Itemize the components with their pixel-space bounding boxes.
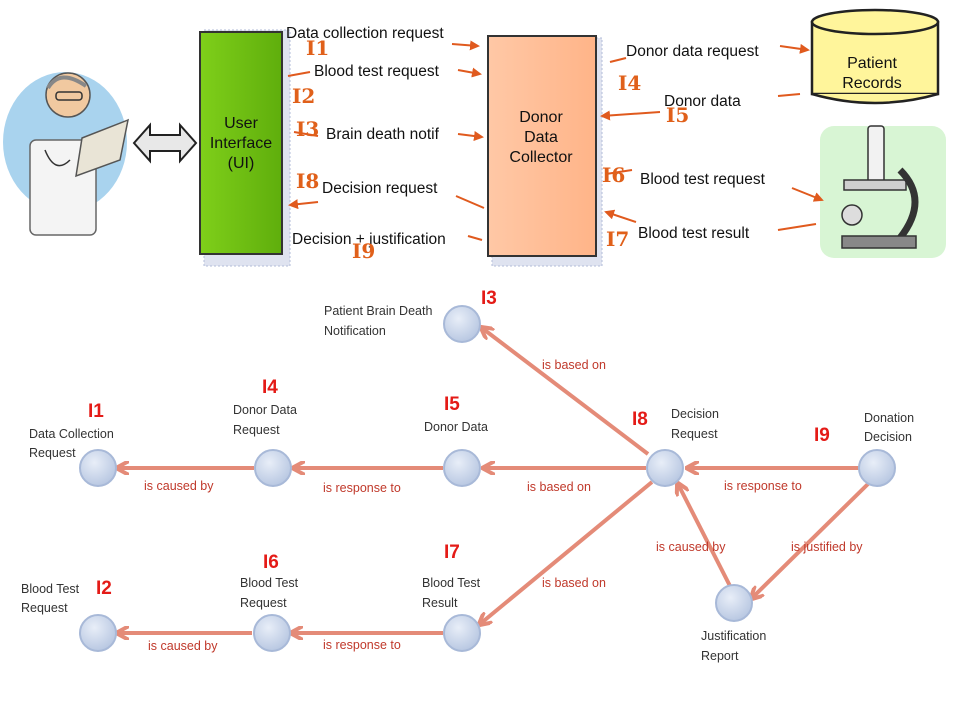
label-blood-test-result-2: Result: [422, 596, 458, 610]
node-blood-test-request-2: [253, 614, 291, 652]
hand-id-i4: I4: [618, 71, 641, 95]
label-donor-data-request-2: Request: [233, 423, 280, 437]
id-i9: I9: [814, 425, 830, 446]
edge-label-brain: is based on: [542, 358, 606, 372]
node-justification-report: [715, 584, 753, 622]
edge-label-dec: is response to: [724, 479, 802, 493]
node-donor-data: [443, 449, 481, 487]
label-justification-1: Justification: [701, 629, 766, 643]
msg-donor-data-request: Donor data request: [626, 43, 759, 60]
edge-label-btr: is caused by: [148, 639, 218, 653]
label-donation-decision-1: Donation: [864, 411, 914, 425]
patient-records-database-icon: [810, 8, 940, 105]
node-donor-data-request: [254, 449, 292, 487]
hand-id-i9: I9: [352, 239, 375, 263]
edge-label-dd: is based on: [527, 480, 591, 494]
edge-label-btr-result: is based on: [542, 576, 606, 590]
label-blood-test-request-2: Request: [21, 601, 68, 615]
id-i2: I2: [96, 578, 112, 599]
msg-brain-death: Brain death notif: [326, 126, 440, 143]
label-blood-test-request2-2: Request: [240, 596, 287, 610]
hand-id-i8: I8: [296, 169, 319, 193]
donor-box-line-1: Donor: [519, 109, 563, 126]
hand-id-i3: I3: [296, 117, 319, 141]
id-i3: I3: [481, 288, 497, 309]
label-donor-data-request-1: Donor Data: [233, 403, 297, 417]
edge-label-dd-jr: is justified by: [791, 540, 863, 554]
hand-id-i6: I6: [602, 163, 625, 187]
ui-box-line-2: Interface: [210, 135, 272, 152]
label-blood-test-request-1: Blood Test: [21, 582, 80, 596]
label-brain-death-1: Patient Brain Death: [324, 304, 432, 318]
msg-blood-test-request-2: Blood test request: [640, 171, 766, 188]
edge-label-ddr: is response to: [323, 481, 401, 495]
msg-data-collection: Data collection request: [286, 25, 444, 42]
id-i6: I6: [263, 552, 279, 573]
node-blood-test-request: [79, 614, 117, 652]
donor-box-line-2: Data: [524, 129, 558, 146]
doctor-illustration: [3, 72, 130, 236]
msg-blood-test-result: Blood test result: [638, 225, 750, 242]
node-decision-request: [646, 449, 684, 487]
ui-box-line-3: (UI): [228, 155, 255, 172]
label-decision-request-2: Request: [671, 427, 718, 441]
edge-label-dc: is caused by: [144, 479, 214, 493]
hand-id-i1: I1: [306, 36, 329, 60]
edge-label-jr-dr: is caused by: [656, 540, 726, 554]
id-i1: I1: [88, 401, 104, 422]
id-i5: I5: [444, 394, 460, 415]
edge-label-btr2: is response to: [323, 638, 401, 652]
msg-donor-data: Donor data: [664, 93, 741, 110]
id-i8: I8: [632, 409, 648, 430]
ui-box: [199, 31, 283, 255]
id-i7: I7: [444, 542, 460, 563]
label-brain-death-2: Notification: [324, 324, 386, 338]
hand-id-i2: I2: [292, 84, 315, 108]
donor-data-collector-box: [487, 35, 597, 257]
label-blood-test-result-1: Blood Test: [422, 576, 481, 590]
label-data-collection-1: Data Collection: [29, 427, 114, 441]
microscope-icon: [820, 125, 946, 258]
hand-id-i7: I7: [606, 227, 629, 251]
records-line-2: Records: [842, 75, 902, 92]
bidirectional-arrow-icon: [132, 122, 198, 164]
node-donation-decision: [858, 449, 896, 487]
id-i4: I4: [262, 377, 278, 398]
msg-decision-request: Decision request: [322, 180, 438, 197]
donor-box-line-3: Collector: [509, 149, 573, 166]
hand-id-i5: I5: [666, 103, 689, 127]
node-brain-death: [443, 305, 481, 343]
node-blood-test-result: [443, 614, 481, 652]
label-decision-request-1: Decision: [671, 407, 719, 421]
records-line-1: Patient: [847, 55, 897, 72]
label-donor-data: Donor Data: [424, 420, 488, 434]
label-blood-test-request2-1: Blood Test: [240, 576, 299, 590]
label-data-collection-2: Request: [29, 446, 76, 460]
ui-box-line-1: User: [224, 115, 258, 132]
msg-decision-justification: Decision + justification: [292, 231, 446, 248]
label-justification-2: Report: [701, 649, 739, 663]
node-data-collection-request: [79, 449, 117, 487]
msg-blood-test-request: Blood test request: [314, 63, 440, 80]
label-donation-decision-2: Decision: [864, 430, 912, 444]
